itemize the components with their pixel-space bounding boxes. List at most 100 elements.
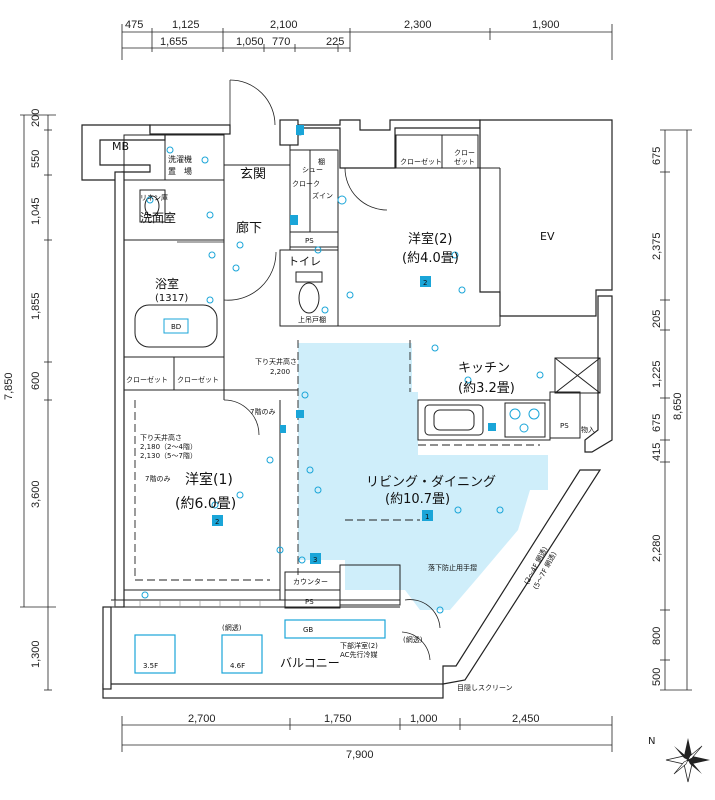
room-living: リビング・ダイニング xyxy=(366,475,496,490)
label-outdoor-b: 4.6F xyxy=(230,662,245,670)
badge-w1: 2 xyxy=(215,518,219,526)
dim-left-1: 200 xyxy=(30,109,42,127)
label-w2-ac: 下部洋室(2) xyxy=(340,641,378,650)
label-shoes-c: クローク xyxy=(292,180,320,188)
stove-icon xyxy=(504,402,546,438)
room-western1: 洋室(1) xyxy=(185,471,233,488)
badge-3: 3 xyxy=(313,556,317,564)
bathtub-icon xyxy=(134,304,218,348)
room-mb: MB xyxy=(112,140,129,153)
dim-left-total: 7,850 xyxy=(3,372,15,400)
label-gb: GB xyxy=(303,626,313,634)
ceiling-lines xyxy=(134,340,540,581)
dimension-labels: 475 1,125 2,100 2,300 1,900 1,655 1,050 … xyxy=(3,19,684,761)
label-closet-w1b: クローゼット xyxy=(177,375,219,384)
label-shoes-a: シュー xyxy=(302,166,323,174)
dim-top-2: 1,125 xyxy=(172,19,200,31)
room-washer-space: 置 場 xyxy=(168,166,192,176)
label-ceiling-lowered-2: 下り天井高さ xyxy=(140,433,182,442)
dim-top2-1: 1,655 xyxy=(160,36,188,48)
dim-right-6: 415 xyxy=(651,443,663,461)
outlet-icons xyxy=(141,128,544,614)
dim-top2-4: 225 xyxy=(326,36,344,48)
dim-left-6: 1,300 xyxy=(30,640,42,668)
label-closet-split-a: クロー xyxy=(454,149,475,157)
label-ceiling-2180: 2,180（2～4階） xyxy=(140,442,197,451)
label-floor7-b: 7階のみ xyxy=(145,474,170,483)
label-outdoor-a: 3.5F xyxy=(143,662,158,670)
badge-w2: 2 xyxy=(423,279,427,287)
label-net-glass: (網透) xyxy=(222,623,242,632)
label-shoes-b: ズイン xyxy=(312,191,333,200)
dim-right-2: 2,375 xyxy=(651,232,663,260)
dim-right-total: 8,650 xyxy=(672,392,684,420)
dim-left-550: 550 xyxy=(30,150,42,168)
dim-right-5: 675 xyxy=(651,414,663,432)
label-closet-w1a: クローゼット xyxy=(126,375,168,384)
dim-bottom-1: 2,700 xyxy=(188,713,216,725)
label-ps-hall: PS xyxy=(305,237,314,245)
room-linen: リネン庫 xyxy=(140,193,168,202)
room-balcony: バルコニー xyxy=(280,656,340,670)
room-kitchen: キッチン xyxy=(458,361,510,376)
dimension-lines xyxy=(20,24,692,752)
room-kitchen-size: (約3.2畳) xyxy=(458,381,515,396)
room-washer-label: 洗濯機 xyxy=(168,154,192,164)
room-bathroom-size: (1317) xyxy=(155,293,188,304)
label-net-glass2: (網透) xyxy=(403,635,423,644)
dim-bottom-2: 1,750 xyxy=(324,713,352,725)
dim-left-3: 1,855 xyxy=(30,292,42,320)
dim-top2-2: 1,050 xyxy=(236,36,264,48)
label-ac-pipe: AC先行冷媒 xyxy=(340,650,378,659)
equipment-markers xyxy=(280,125,496,433)
dim-top-5: 1,900 xyxy=(532,19,560,31)
dim-right-1: 675 xyxy=(651,147,663,165)
sink-icon xyxy=(139,189,166,223)
compass-icon: N xyxy=(648,736,710,783)
room-bathroom: 浴室 xyxy=(155,276,179,291)
label-fall-rail: 落下防止用手摺 xyxy=(428,563,477,572)
label-ceiling-lowered-1: 下り天井高さ xyxy=(255,357,297,366)
room-toilet: トイレ xyxy=(288,255,321,268)
dim-right-7: 2,280 xyxy=(651,534,663,562)
dim-top-1: 475 xyxy=(125,19,143,31)
interior-lines xyxy=(111,134,601,609)
svg-text:N: N xyxy=(648,736,655,747)
living-area-fill xyxy=(298,343,548,610)
dim-left-2: 1,045 xyxy=(30,197,42,225)
room-western1-size: (約6.0畳) xyxy=(175,496,236,512)
room-western2: 洋室(2) xyxy=(408,231,452,247)
balcony-rail xyxy=(114,600,261,607)
label-storage: 物入 xyxy=(581,425,595,434)
toilet-icon xyxy=(295,271,323,314)
dim-left-4: 600 xyxy=(30,372,42,390)
outdoor-units xyxy=(134,619,386,674)
dim-right-8: 800 xyxy=(651,627,663,645)
label-shelf: 棚 xyxy=(318,157,325,166)
dim-top2-3: 770 xyxy=(272,36,290,48)
room-ev: EV xyxy=(540,230,555,243)
room-western2-size: (約4.0畳) xyxy=(402,251,459,266)
room-hallway: 廊下 xyxy=(236,220,262,236)
label-floor7-a: 7階のみ xyxy=(250,407,275,416)
label-ps-bottom: PS xyxy=(305,598,314,606)
dim-top-3: 2,100 xyxy=(270,19,298,31)
label-closet-split-b: ゼット xyxy=(454,157,475,166)
room-badges xyxy=(212,276,433,564)
dim-top-4: 2,300 xyxy=(404,19,432,31)
dim-left-5: 3,600 xyxy=(30,480,42,508)
label-ceiling-2130: 2,130（5～7階） xyxy=(140,451,197,460)
dim-right-3: 205 xyxy=(651,310,663,328)
label-counter: カウンター xyxy=(293,577,328,586)
room-washroom: 洗面室 xyxy=(140,210,176,225)
walls xyxy=(81,119,613,699)
badge-ld: 1 xyxy=(425,513,429,521)
dim-right-9: 500 xyxy=(651,668,663,686)
dim-bottom-3: 1,000 xyxy=(410,713,438,725)
door-swings xyxy=(177,79,441,661)
room-entrance: 玄関 xyxy=(240,167,266,182)
bd-label: BD xyxy=(171,323,181,331)
dim-bottom-4: 2,450 xyxy=(512,713,540,725)
label-closet-w2: クローゼット xyxy=(400,157,442,166)
